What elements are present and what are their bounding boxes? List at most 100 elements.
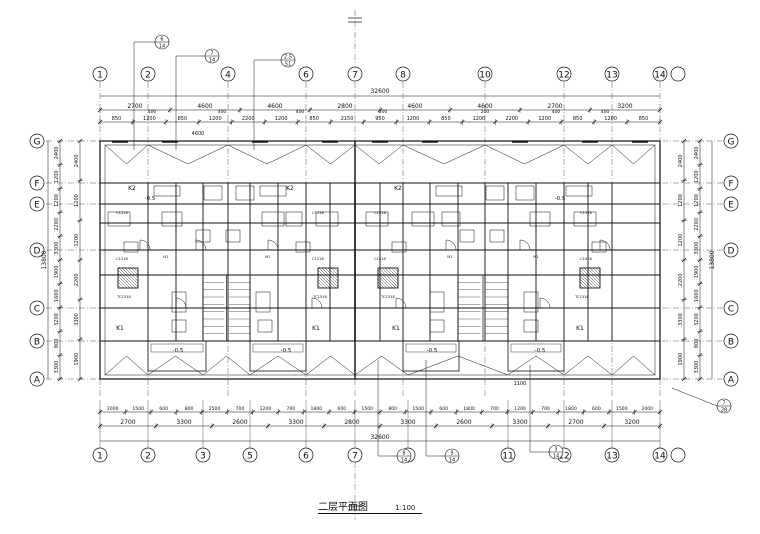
dim-text: 3200 xyxy=(617,103,632,110)
balcony xyxy=(147,340,207,372)
dim-text: 2000 xyxy=(641,406,653,412)
hatch-line xyxy=(333,267,339,273)
slope-line xyxy=(378,144,404,165)
room-code: C1518 xyxy=(580,257,592,261)
hatch-line xyxy=(378,267,399,288)
dim-text: 1500 xyxy=(616,406,628,412)
axis-label-left: C xyxy=(34,305,40,315)
hatch-line xyxy=(384,267,399,282)
axis-bubble-left xyxy=(29,333,45,349)
axis-label-right: B xyxy=(728,338,734,348)
axis-label-bottom: 5 xyxy=(247,452,253,462)
fixture xyxy=(429,319,445,333)
hatch-line xyxy=(317,272,334,289)
dim-text: 700 xyxy=(490,406,499,412)
hatch-line xyxy=(336,267,339,270)
hatch-line xyxy=(317,269,337,289)
axis-bubble-left xyxy=(29,133,45,149)
dim-text: 4600 xyxy=(197,103,212,110)
dim-extra: 400 xyxy=(552,109,561,115)
axis-label-top: 13 xyxy=(606,71,617,81)
axis-label-bottom: 3 xyxy=(200,452,206,462)
axis-bubble-right xyxy=(723,371,739,387)
axis-label-right: G xyxy=(728,138,735,148)
hatch-line xyxy=(377,269,397,289)
room-code: M1 xyxy=(447,255,452,259)
dim-text: 850 xyxy=(309,116,319,122)
level-tag: -0.5 xyxy=(145,196,156,202)
dim-text: 2600 xyxy=(232,419,247,426)
dim-text: 2600 xyxy=(456,419,471,426)
hatch-line xyxy=(121,267,139,285)
dim-text: 3300 xyxy=(400,419,415,426)
axis-label-top: 14 xyxy=(654,71,666,81)
dim-text: 3300 xyxy=(54,242,60,255)
hatch-line xyxy=(318,267,339,288)
fixture xyxy=(153,185,181,197)
slope-line xyxy=(305,144,331,165)
axis-label-left: A xyxy=(34,376,41,386)
axis-grid: 12467810121314123567911121314GGFFEEDDCCB… xyxy=(29,10,739,520)
dim-extra: 400 xyxy=(148,109,157,115)
detail-ref-sheet: 51 xyxy=(285,62,291,68)
axis-bubble-left xyxy=(29,242,45,258)
hatch-line xyxy=(136,267,139,270)
axis-bubble-left xyxy=(29,300,45,316)
room-code: TC1518 xyxy=(574,295,589,299)
axis-bubble-right xyxy=(723,242,739,258)
slope-line xyxy=(507,355,537,376)
detail-ref-sheet: 28 xyxy=(721,408,727,414)
hatch-line xyxy=(579,284,584,289)
axis-bubble-top xyxy=(395,66,411,82)
dim-text: 1200 xyxy=(678,234,684,247)
slope-line xyxy=(633,144,656,165)
room-code: C1518 xyxy=(374,257,386,261)
hatch-line xyxy=(586,267,601,282)
axis-label-right: F xyxy=(728,180,733,190)
dim-text: 3300 xyxy=(176,419,191,426)
slope-line xyxy=(484,144,525,165)
dim-text: 2700 xyxy=(568,419,583,426)
dim-text: 2800 xyxy=(344,419,359,426)
detail-ref-sheet: 14 xyxy=(159,44,165,50)
fixture xyxy=(285,211,303,227)
hatch-line xyxy=(381,267,399,285)
axis-label-left: D xyxy=(34,247,41,257)
detail-ref-sheet: 14 xyxy=(401,458,407,464)
room-code: M1 xyxy=(265,255,270,259)
axis-bubble-top xyxy=(298,66,314,82)
dim-text: 1900 xyxy=(694,266,700,279)
detail-ref-num: 6 xyxy=(160,37,163,43)
hatch-line xyxy=(390,267,399,276)
slope-line xyxy=(563,355,589,376)
level-tag: -0.5 xyxy=(173,348,184,354)
room-tag: K1 xyxy=(392,325,400,332)
dim-text: 800 xyxy=(185,406,194,412)
dim-text: 800 xyxy=(388,406,397,412)
hatch-line xyxy=(377,284,382,289)
dim-text: 700 xyxy=(287,406,296,412)
level-tag: -0.5 xyxy=(281,348,292,354)
slope-line xyxy=(354,144,380,165)
level-tag: -0.5 xyxy=(427,348,438,354)
fixture xyxy=(489,229,505,243)
room-code: TC1518 xyxy=(380,295,395,299)
dim-text: 3200 xyxy=(54,313,60,326)
slope-line xyxy=(227,144,268,165)
hatch-line xyxy=(317,278,328,289)
hatch-line xyxy=(118,267,139,288)
axis-bubble-right xyxy=(723,196,739,212)
axis-label-right: A xyxy=(728,376,735,386)
dim-text: 850 xyxy=(112,116,122,122)
hatch-line xyxy=(321,267,339,285)
slope-line xyxy=(402,144,445,165)
hatch-line xyxy=(377,272,394,289)
room-tag: K2 xyxy=(286,185,294,192)
axis-bubble-right xyxy=(723,300,739,316)
fixture xyxy=(171,319,187,333)
dim-total-bottom: 32600 xyxy=(370,434,389,441)
hatch-line xyxy=(317,284,322,289)
dim-text: 2000 xyxy=(107,406,119,412)
